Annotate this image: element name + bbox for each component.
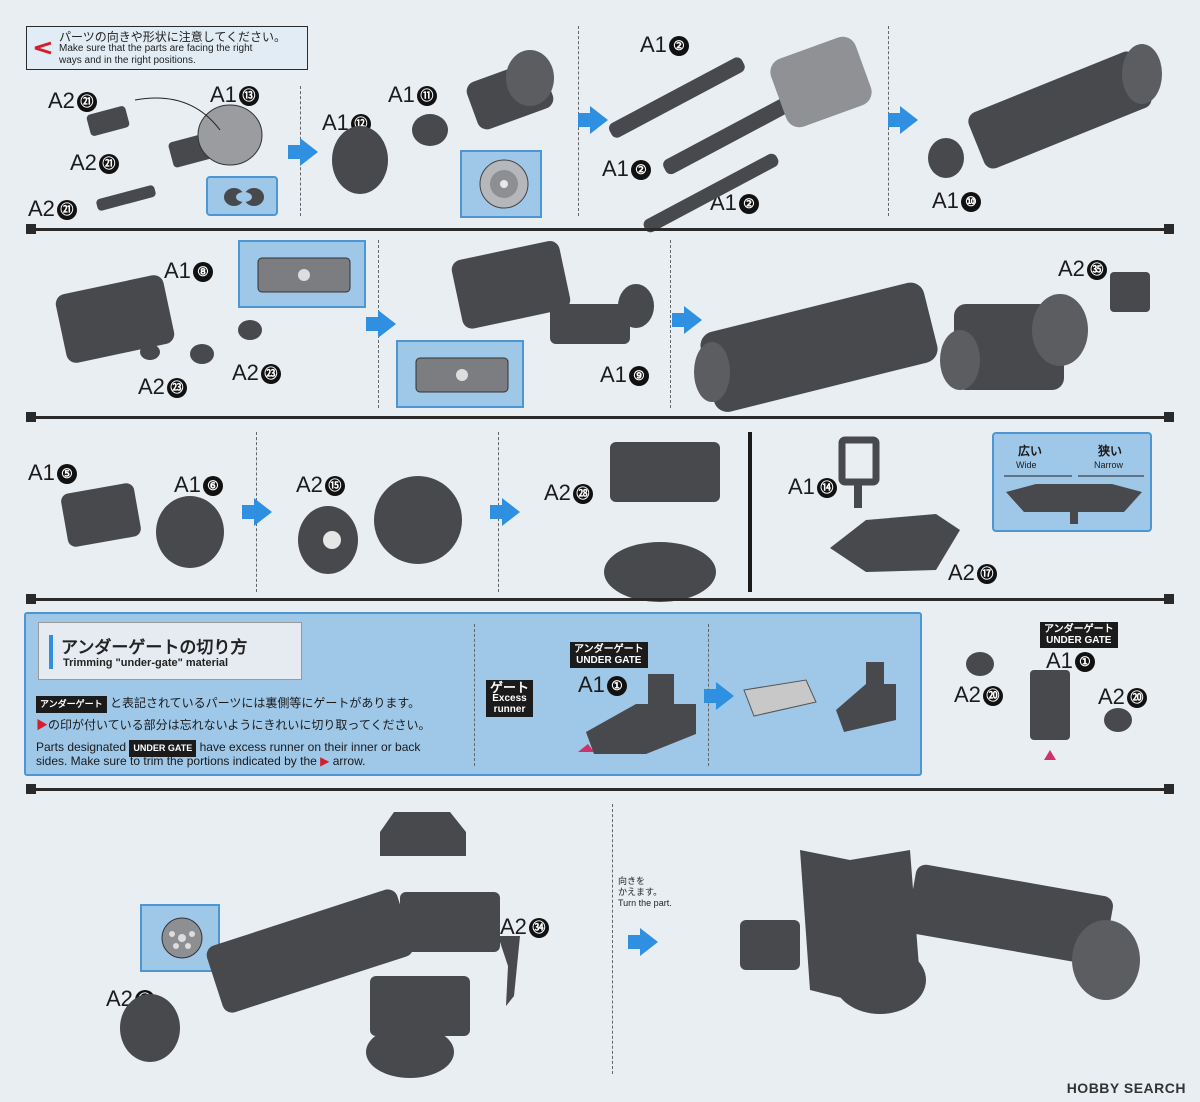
step-divider — [474, 624, 475, 766]
next-step-arrow — [578, 106, 608, 134]
undergate-chip: アンダーゲート — [36, 696, 107, 713]
final-assembly-exploded — [120, 812, 520, 1078]
caution-note: パーツの向きや形状に注意してください。 Make sure that the p… — [26, 26, 308, 70]
detail-inset — [396, 340, 524, 408]
narrow-label-jp: 狭い — [1098, 444, 1123, 458]
drum-mount-assembly — [61, 483, 224, 568]
frame-detail-icon — [415, 357, 509, 393]
undergate-title-jp: アンダーゲートの切り方 — [61, 638, 248, 657]
barrel-cap-assembly — [86, 97, 263, 211]
receiver-assembly — [55, 275, 262, 364]
section-divider — [26, 412, 1174, 422]
grip-assembly — [966, 652, 1132, 760]
turn-note: 向きをかえます。Turn the part. — [618, 876, 672, 908]
barrel-drum-assembly — [332, 50, 554, 194]
width-detail-inset: 広い Wide 狭い Narrow — [992, 432, 1152, 532]
barrel-rods-assembly — [609, 36, 872, 233]
caution-en-2: ways and in the right positions. — [59, 55, 196, 66]
detail-inset — [238, 240, 366, 308]
receiver-assembly-2 — [451, 240, 654, 344]
next-step-arrow — [672, 306, 702, 334]
mount-block-assembly — [604, 442, 720, 602]
undergate-title-box: アンダーゲートの切り方 Trimming "under-gate" materi… — [38, 622, 302, 680]
step-bar — [748, 432, 752, 592]
red-arrow-icon: ▶ — [320, 754, 330, 768]
next-step-arrow — [704, 682, 734, 710]
gatling-body — [694, 272, 1150, 412]
detail-inset — [140, 904, 220, 972]
next-step-arrow — [288, 138, 318, 166]
detail-inset — [460, 150, 542, 218]
completed-gatling — [740, 850, 1140, 1014]
undergate-panel: アンダーゲートの切り方 Trimming "under-gate" materi… — [24, 612, 922, 776]
next-step-arrow — [628, 928, 658, 956]
width-bracket — [1004, 475, 1144, 524]
title-accent — [49, 635, 53, 669]
muzzle-detail-icon — [161, 917, 203, 959]
next-step-arrow — [888, 106, 918, 134]
undergate-en-1: Parts designated UNDER GATE have excess … — [36, 740, 420, 757]
frame-detail-icon — [257, 257, 351, 293]
rotary-barrel — [928, 44, 1162, 178]
detail-inset — [206, 176, 278, 216]
wide-label-jp: 広い — [1018, 444, 1043, 458]
next-step-arrow — [242, 498, 272, 526]
caution-en-1: Make sure that the parts are facing the … — [59, 43, 253, 54]
nipper-cut-illustration — [743, 662, 896, 732]
step-divider — [670, 240, 671, 408]
undergate-line-2: ▶の印が付いている部分は忘れないようにきれいに切り取ってください。 — [36, 718, 431, 732]
section-divider — [26, 784, 1174, 794]
caution-mark-icon — [34, 41, 52, 55]
handle-mount-assembly — [830, 436, 960, 572]
section-divider — [26, 594, 1174, 604]
ring-part-icon — [224, 188, 264, 206]
caution-jp: パーツの向きや形状に注意してください。 — [59, 30, 287, 44]
next-step-arrow — [490, 498, 520, 526]
watermark: HOBBY SEARCH — [1066, 1080, 1186, 1096]
wide-label-en: Wide — [1016, 460, 1037, 470]
step-divider — [612, 804, 613, 1074]
next-step-arrow — [366, 310, 396, 338]
section-divider — [26, 224, 1174, 234]
dial-assembly — [298, 476, 462, 574]
red-arrow-icon: ▶ — [36, 718, 49, 732]
undergate-en-2: sides. Make sure to trim the portions in… — [36, 754, 366, 768]
narrow-label-en: Narrow — [1094, 460, 1124, 470]
undergate-line-1: アンダーゲート と表記されているパーツには裏側等にゲートがあります。 — [36, 696, 420, 713]
cap-detail-icon — [479, 159, 529, 209]
undergate-part — [578, 674, 696, 754]
undergate-title-en: Trimming "under-gate" material — [63, 657, 229, 669]
